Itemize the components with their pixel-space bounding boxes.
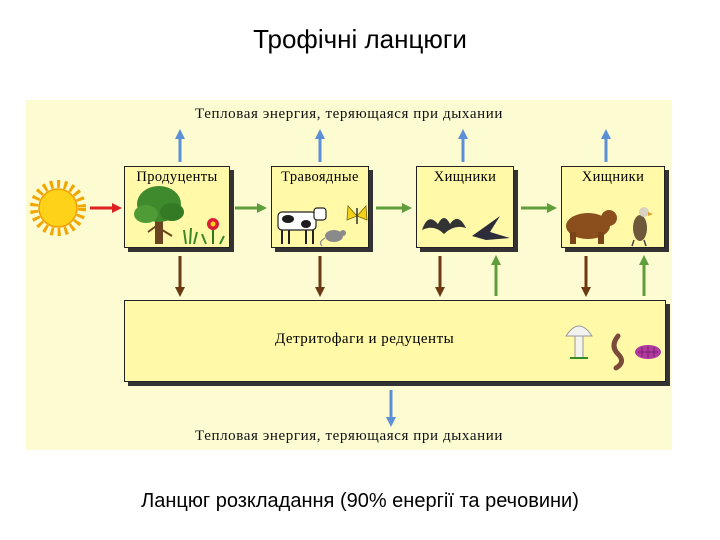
butterfly-icon [346, 205, 368, 224]
slide-title: Трофічні ланцюги [253, 24, 467, 54]
detritivores-box: Детритофаги и редуценты [124, 300, 666, 382]
heat-loss-label-top: Тепловая энергия, теряющаяся при дыхании [195, 106, 503, 122]
herbivores-box: Травоядные [271, 166, 369, 248]
tree-icon [134, 186, 184, 244]
bat-icon [422, 218, 466, 234]
grass-icon [183, 227, 198, 245]
worm-icon [611, 333, 624, 371]
sun-icon [30, 180, 86, 236]
swallow-icon [472, 216, 510, 240]
caption: Ланцюг розкладання (90% енергії та речов… [141, 490, 579, 512]
predators-label-2: Хищники [581, 169, 645, 185]
diagram-graphics [30, 129, 661, 427]
producers-label: Продуценты [136, 169, 218, 185]
predators-label-1: Хищники [433, 169, 497, 185]
mouse-icon [319, 230, 346, 247]
detritivores-label: Детритофаги и редуценты [275, 331, 455, 347]
heat-loss-label-bottom: Тепловая энергия, теряющаяся при дыхании [195, 428, 503, 444]
eagle-icon [631, 207, 653, 247]
cow-icon [277, 207, 327, 244]
bear-icon [566, 210, 617, 244]
food-chain-diagram: Тепловая энергия, теряющаяся при дыхании… [26, 100, 672, 450]
mushroom-icon [565, 325, 593, 359]
flower-icon [201, 218, 225, 245]
herbivores-label: Травоядные [281, 169, 359, 185]
woodlouse-icon [635, 345, 661, 359]
